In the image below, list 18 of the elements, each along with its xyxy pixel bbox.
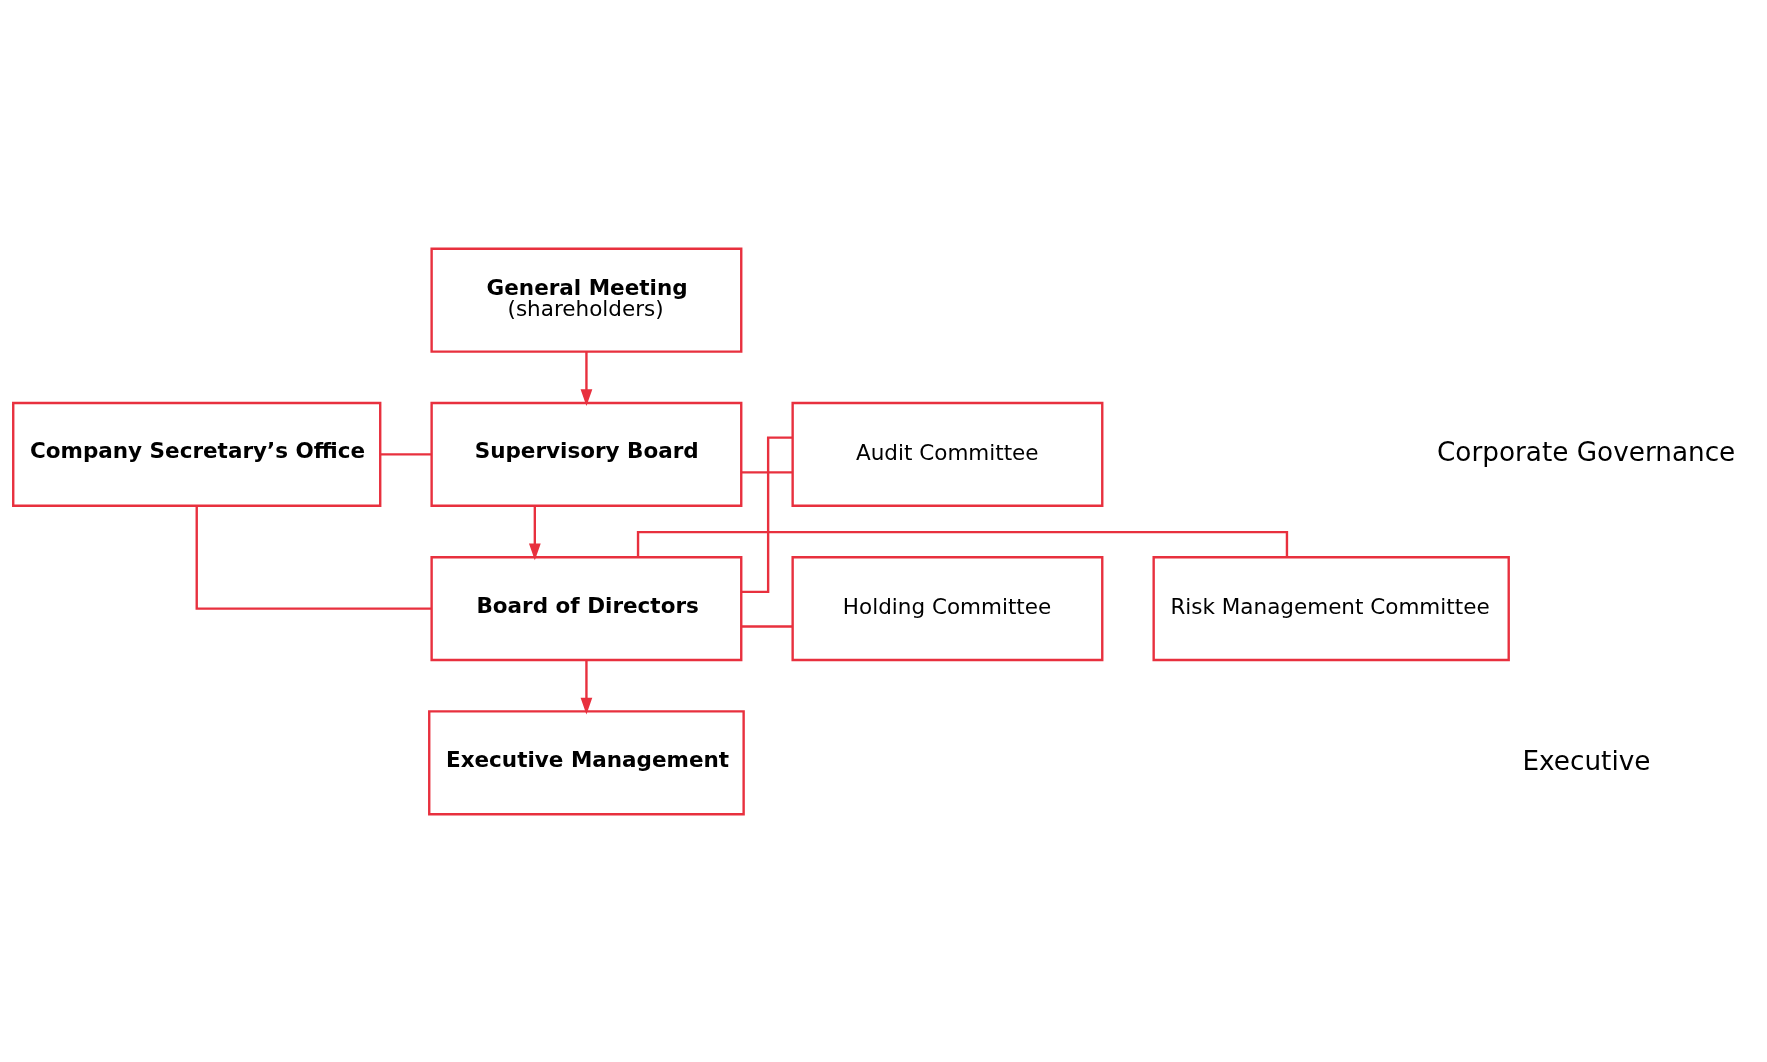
arrow [528, 505, 541, 560]
node-box: Company Secretary’s Office [12, 401, 382, 507]
node-box: Executive Management [428, 709, 745, 815]
label: Executive [1522, 745, 1651, 776]
arrow [580, 351, 593, 406]
node-box: Board of Directors [430, 555, 743, 661]
connector [741, 435, 793, 593]
node-box: Audit Committee [791, 401, 1104, 507]
connector [741, 624, 793, 628]
connector [380, 452, 432, 456]
node-box: Risk Management Committee [1152, 555, 1510, 661]
node-box: Supervisory Board [430, 401, 743, 507]
connector [195, 505, 432, 610]
node-box: General Meeting (shareholders) [430, 247, 743, 353]
label: Corporate Governance [1436, 436, 1736, 467]
node-box: Holding Committee [791, 555, 1104, 661]
connector [741, 470, 793, 474]
arrow [580, 659, 593, 715]
